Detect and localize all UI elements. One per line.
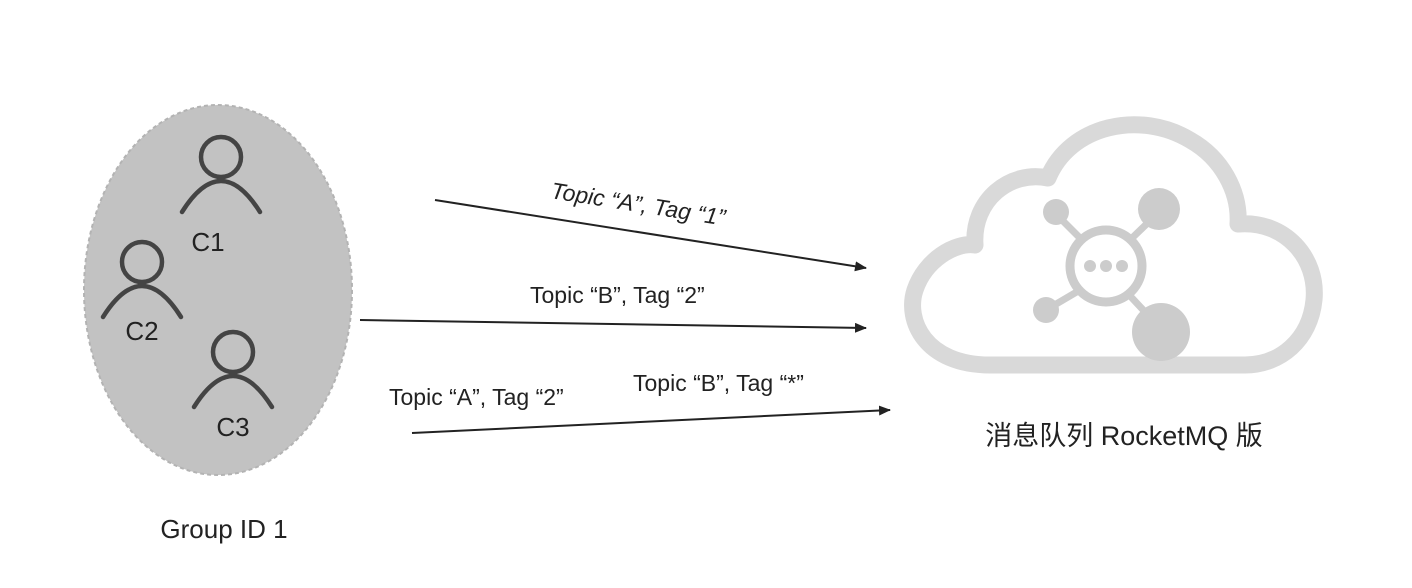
rocketmq-cloud: 消息队列 RocketMQ 版 xyxy=(904,116,1323,451)
subscription-label-3: Topic “A”, Tag “2” xyxy=(389,384,564,410)
consumer-label: C2 xyxy=(125,316,158,346)
consumer-c2: C2 xyxy=(100,239,184,346)
hub-icon xyxy=(1033,188,1190,361)
consumer-group: C1 C2 C3 Group ID 1 xyxy=(83,104,353,544)
subscription-arrows xyxy=(359,199,891,434)
consumer-label: C3 xyxy=(216,412,249,442)
consumer-c3: C3 xyxy=(191,329,275,442)
subscription-label-2: Topic “B”, Tag “2” xyxy=(530,282,705,308)
cloud-icon xyxy=(904,116,1323,374)
group-ellipse xyxy=(83,104,353,476)
user-icon xyxy=(100,239,184,320)
user-icon xyxy=(191,329,275,410)
consumer-c1: C1 xyxy=(179,134,263,257)
ellipsis-icon xyxy=(1084,260,1128,272)
arrow-topic-a-tag-2 xyxy=(411,405,891,434)
arrow-topic-b-tag-2 xyxy=(359,319,867,333)
group-label: Group ID 1 xyxy=(160,514,287,544)
service-label: 消息队列 RocketMQ 版 xyxy=(985,421,1263,451)
user-icon xyxy=(179,134,263,215)
subscription-label-4: Topic “B”, Tag “*” xyxy=(633,370,804,396)
arrow-topic-a-tag-1 xyxy=(434,199,867,272)
consumer-label: C1 xyxy=(191,227,224,257)
